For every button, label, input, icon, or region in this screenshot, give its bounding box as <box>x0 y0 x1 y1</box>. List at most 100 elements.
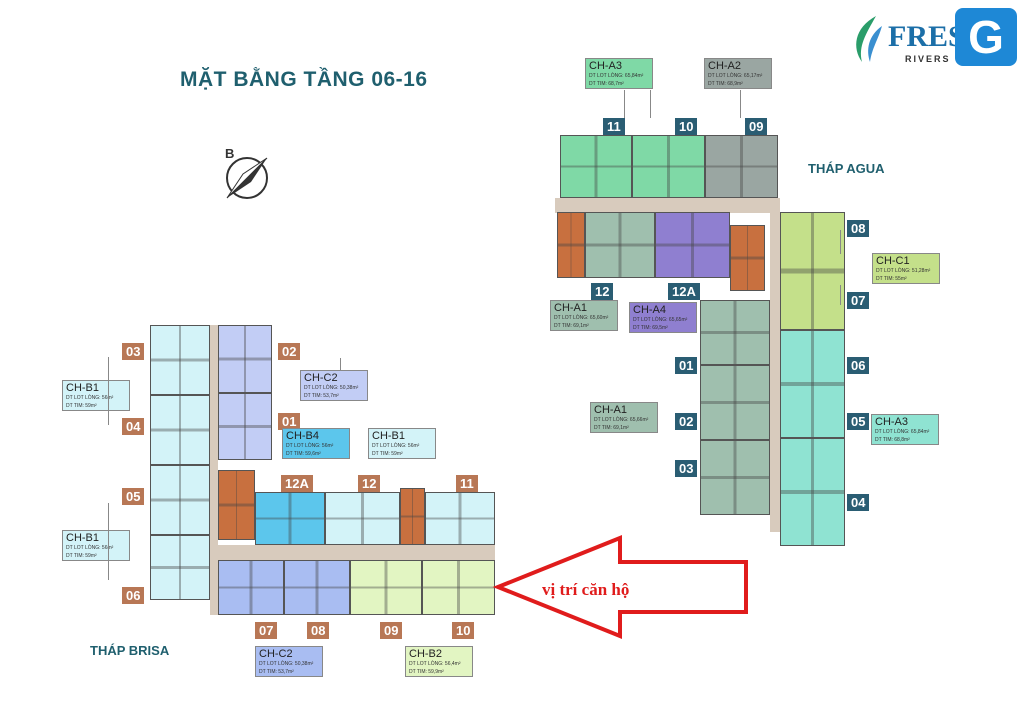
compass-icon: B <box>225 146 268 199</box>
stairwell <box>218 470 255 540</box>
apartment-unit <box>632 135 705 198</box>
apartment-unit <box>705 135 778 198</box>
unit-type: CH-C2 <box>304 372 338 384</box>
net-area: DT LOT LÒNG: 65,65m² <box>633 317 688 323</box>
logo-sub: RIVERS <box>905 54 951 64</box>
apartment-unit <box>218 560 284 615</box>
net-area: DT LOT LÒNG: 50,38m² <box>259 661 314 667</box>
unit-number-badge: 12A <box>281 475 313 492</box>
leader-line <box>340 358 341 370</box>
unit-number-badge: 01 <box>278 413 301 430</box>
stairwell <box>730 225 765 291</box>
apartment-location-label: vị trí căn hộ <box>542 580 630 599</box>
leader-line <box>840 230 841 254</box>
gross-area: DT TIM: 59,6m² <box>286 451 321 457</box>
corridor <box>210 325 218 615</box>
gross-area: DT TIM: 59,9m² <box>409 669 444 675</box>
net-area: DT LOT LÒNG: 65,17m² <box>708 73 763 79</box>
page-title: MẶT BẰNG TẦNG 06-16 <box>180 68 428 91</box>
logo-brand: FRES <box>888 20 965 53</box>
net-area: DT LOT LÒNG: 51,28m² <box>876 268 931 274</box>
apartment-unit <box>700 440 770 515</box>
unit-type: CH-B2 <box>409 648 443 660</box>
unit-number-badge: 10 <box>452 622 475 639</box>
gross-area: DT TIM: 69,1m² <box>554 323 589 329</box>
gross-area: DT TIM: 53,7m² <box>304 393 339 399</box>
gross-area: DT TIM: 69,1m² <box>594 425 629 431</box>
unit-type: CH-B1 <box>66 382 100 394</box>
unit-type: CH-B4 <box>286 430 320 442</box>
compass-label: B <box>225 146 234 161</box>
gross-area: DT TIM: 59m² <box>372 451 403 457</box>
apartment-unit <box>585 212 655 278</box>
unit-type: CH-C1 <box>876 255 910 267</box>
gross-area: DT TIM: 59m² <box>66 403 97 409</box>
leader-line <box>840 285 841 305</box>
apartment-unit <box>150 395 210 465</box>
net-area: DT LOT LÒNG: 65,60m² <box>554 315 609 321</box>
net-area: DT LOT LÒNG: 56m² <box>66 395 114 401</box>
logo-g: G <box>955 8 1017 66</box>
net-area: DT LOT LÒNG: 65,84m² <box>875 429 930 435</box>
net-area: DT LOT LÒNG: 65,66m² <box>594 417 649 423</box>
unit-number-badge: 02 <box>278 343 301 360</box>
unit-number-badge: 07 <box>847 292 870 309</box>
unit-number-badge: 05 <box>847 413 870 430</box>
net-area: DT LOT LÒNG: 56m² <box>372 443 420 449</box>
net-area: DT LOT LÒNG: 56m² <box>286 443 334 449</box>
apartment-unit <box>422 560 495 615</box>
unit-number-badge: 09 <box>745 118 768 135</box>
tower-agua-label: THÁP AGUA <box>808 161 885 176</box>
gross-area: DT TIM: 59m² <box>66 553 97 559</box>
unit-number-badge: 09 <box>380 622 403 639</box>
net-area: DT LOT LÒNG: 65,84m² <box>589 73 644 79</box>
unit-number-badge: 11 <box>456 475 478 492</box>
leader-line <box>624 90 625 118</box>
gross-area: DT TIM: 69,5m² <box>633 325 668 331</box>
apartment-unit <box>700 365 770 440</box>
corridor <box>210 545 495 560</box>
unit-type: CH-B1 <box>66 532 100 544</box>
stairwell <box>400 488 425 545</box>
net-area: DT LOT LÒNG: 50,38m² <box>304 385 359 391</box>
unit-type: CH-A3 <box>589 60 623 72</box>
apartment-unit <box>150 465 210 535</box>
unit-number-badge: 06 <box>847 357 870 374</box>
unit-type: CH-A3 <box>875 416 909 428</box>
apartment-unit <box>350 560 422 615</box>
unit-type: CH-C2 <box>259 648 293 660</box>
corridor <box>555 198 780 213</box>
unit-number-badge: 04 <box>847 494 870 511</box>
gross-area: DT TIM: 68,9m² <box>708 81 743 87</box>
unit-number-badge: 04 <box>122 418 145 435</box>
net-area: DT LOT LÒNG: 56,4m² <box>409 661 461 667</box>
apartment-unit <box>150 535 210 600</box>
gross-area: DT TIM: 68,7m² <box>589 81 624 87</box>
unit-number-badge: 08 <box>307 622 330 639</box>
apartment-unit <box>780 330 845 438</box>
unit-type: CH-A2 <box>708 60 742 72</box>
net-area: DT LOT LÒNG: 56m² <box>66 545 114 551</box>
unit-number-badge: 05 <box>122 488 145 505</box>
unit-type: CH-A1 <box>594 404 628 416</box>
unit-number-badge: 11 <box>603 118 625 135</box>
unit-number-badge: 08 <box>847 220 870 237</box>
apartment-unit <box>218 393 272 460</box>
leader-line <box>108 503 109 580</box>
unit-number-badge: 12A <box>668 283 700 300</box>
apartment-unit <box>150 325 210 395</box>
apartment-unit <box>255 492 325 545</box>
unit-number-badge: 10 <box>675 118 698 135</box>
apartment-unit <box>655 212 730 278</box>
unit-number-badge: 01 <box>675 357 698 374</box>
